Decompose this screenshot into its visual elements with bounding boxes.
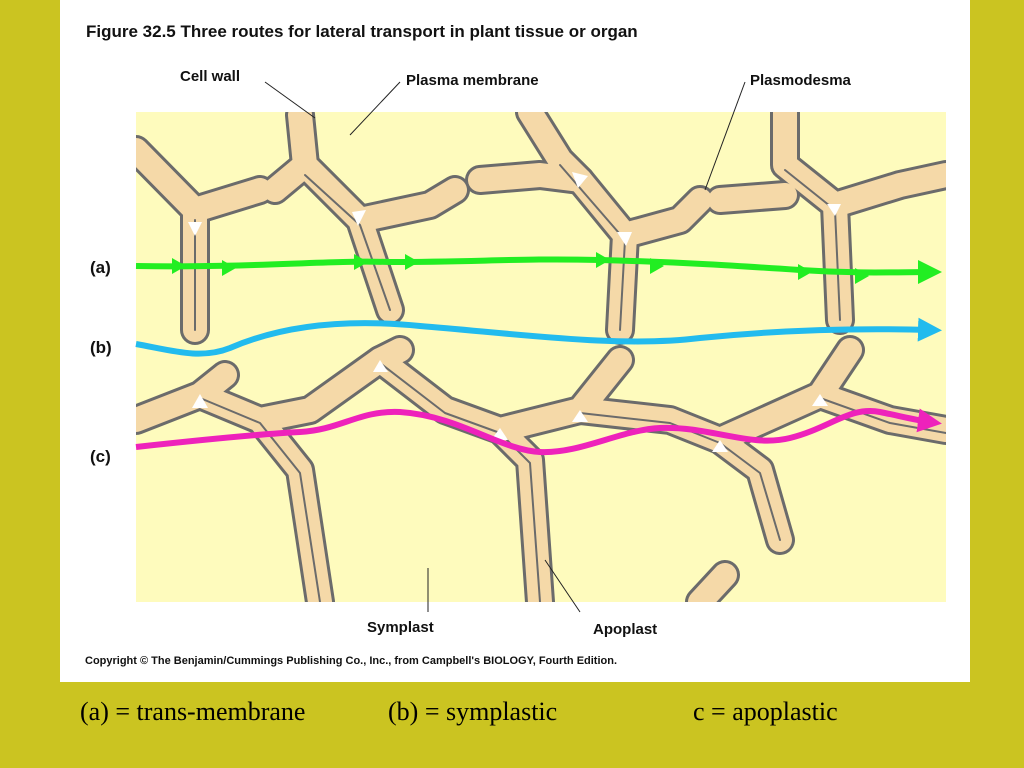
symplast-label: Symplast xyxy=(367,619,434,636)
route-b-arrow xyxy=(135,317,942,357)
plasmodesma-label: Plasmodesma xyxy=(750,72,851,89)
plasma-membrane-label: Plasma membrane xyxy=(406,72,539,89)
route-c-label: (c) xyxy=(90,447,111,466)
route-c-arrow xyxy=(135,408,942,456)
figure-panel: Figure 32.5 Three routes for lateral tra… xyxy=(60,0,970,682)
route-a-label: (a) xyxy=(90,258,111,277)
caption-apoplastic: c = apoplastic xyxy=(693,697,838,726)
cell-walls xyxy=(136,112,946,602)
route-a-arrow xyxy=(135,256,942,285)
caption-symplastic: (b) = symplastic xyxy=(388,697,558,726)
cell-wall-label: Cell wall xyxy=(180,68,241,85)
plant-tissue-diagram xyxy=(135,81,946,613)
caption-trans-membrane: (a) = trans-membrane xyxy=(80,697,306,726)
leader-lines xyxy=(264,81,746,613)
copyright-text: Copyright © The Benjamin/Cummings Publis… xyxy=(85,655,618,667)
route-b-label: (b) xyxy=(90,338,112,357)
figure-title: Figure 32.5 Three routes for lateral tra… xyxy=(86,22,638,41)
route-a-arrowheads xyxy=(172,252,869,284)
apoplast-label: Apoplast xyxy=(593,621,658,638)
